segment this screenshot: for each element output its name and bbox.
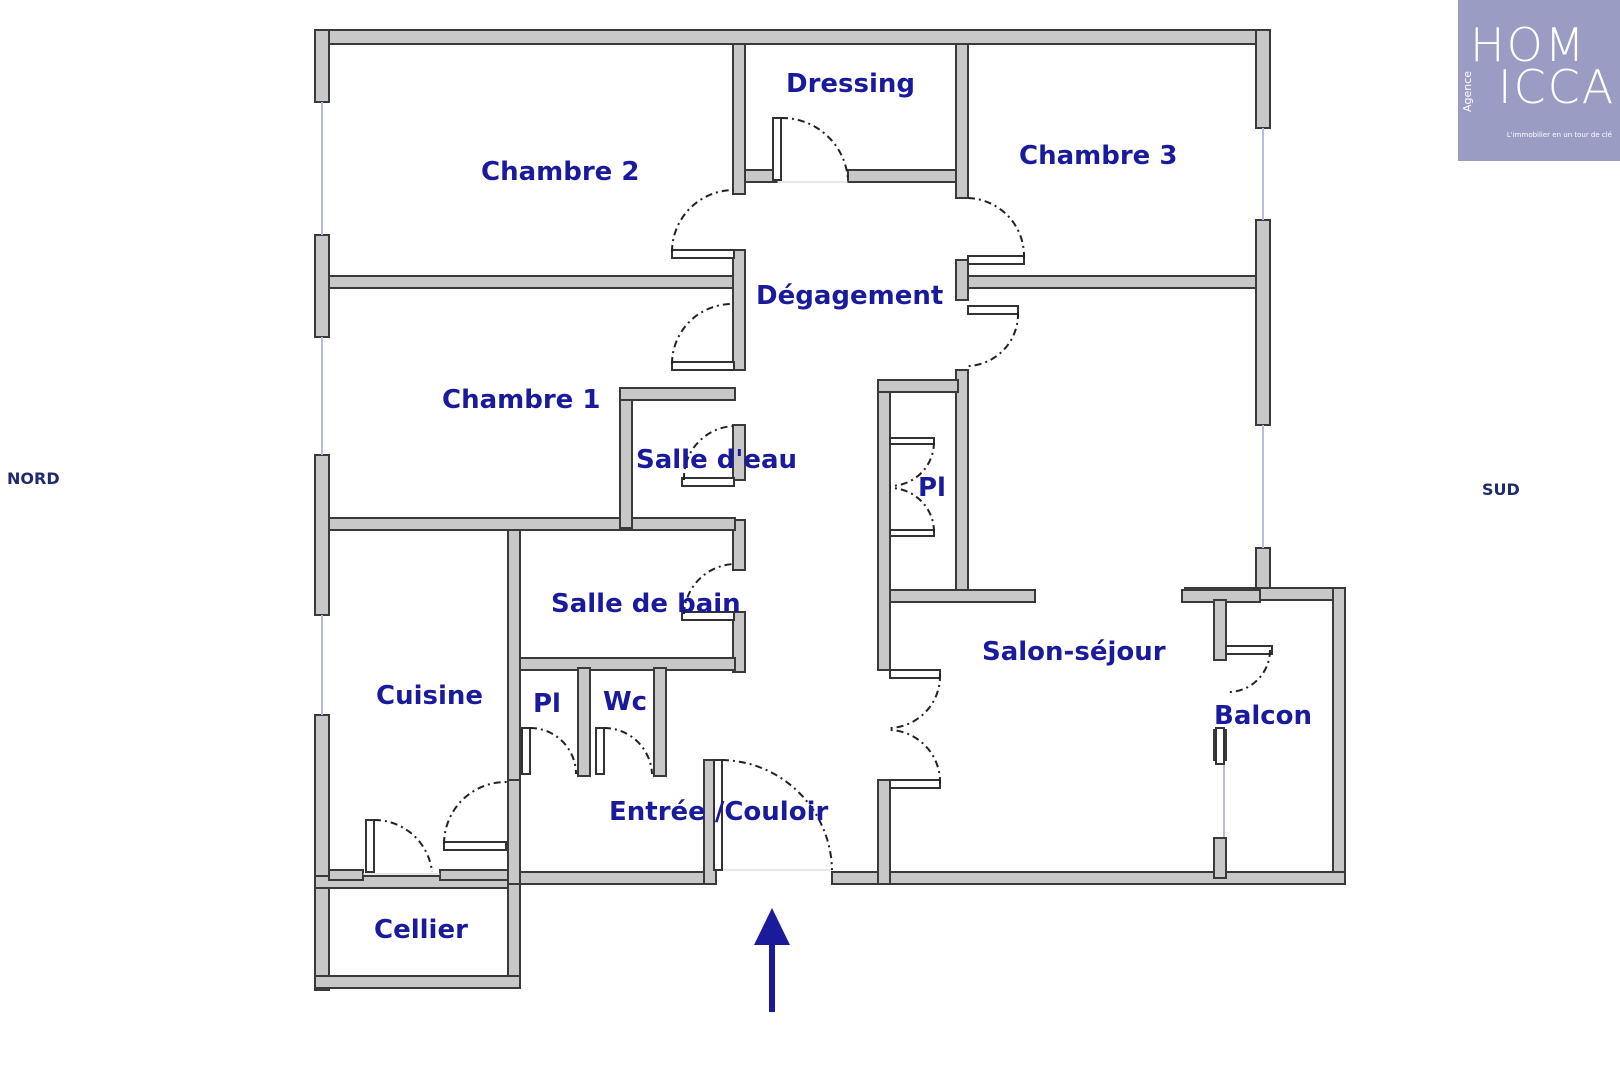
agency-logo: Agence HOM ICCA L'immobilier en un tour … — [1458, 0, 1620, 161]
room-label-balcon: Balcon — [1214, 701, 1312, 731]
orientation-west-label: NORD — [7, 469, 60, 488]
room-label-wc: Wc — [603, 687, 647, 717]
logo-vertical-text: Agence — [1461, 70, 1474, 112]
room-label-chambre-2: Chambre 2 — [481, 157, 639, 187]
windows — [321, 102, 1264, 838]
door-openings — [363, 181, 848, 875]
room-label-cuisine: Cuisine — [376, 681, 483, 711]
room-label-salle-deau: Salle d'eau — [636, 445, 797, 475]
doors — [365, 116, 1273, 873]
logo-tagline: L'immobilier en un tour de clé — [1506, 131, 1612, 139]
room-label-chambre-1: Chambre 1 — [442, 385, 600, 415]
logo-line-2: ICCA — [1498, 60, 1616, 114]
entrance-arrow — [754, 908, 790, 1012]
room-label-chambre-3: Chambre 3 — [1019, 141, 1177, 171]
room-labels: Dressing Chambre 2 Chambre 3 Dégagement … — [374, 69, 1312, 945]
room-label-salle-de-bain: Salle de bain — [551, 589, 741, 619]
room-label-dressing: Dressing — [786, 69, 915, 99]
room-label-entree-couloir: Entrée /Couloir — [609, 797, 828, 827]
room-label-salon-sejour: Salon-séjour — [982, 637, 1166, 667]
room-label-placard-entree: Pl — [533, 689, 561, 719]
room-label-degagement: Dégagement — [756, 281, 943, 311]
room-label-placard-couloir: Pl — [918, 473, 946, 503]
room-label-cellier: Cellier — [374, 915, 468, 945]
orientation-east-label: SUD — [1482, 480, 1520, 499]
logo-line-1: HOM — [1470, 18, 1587, 72]
